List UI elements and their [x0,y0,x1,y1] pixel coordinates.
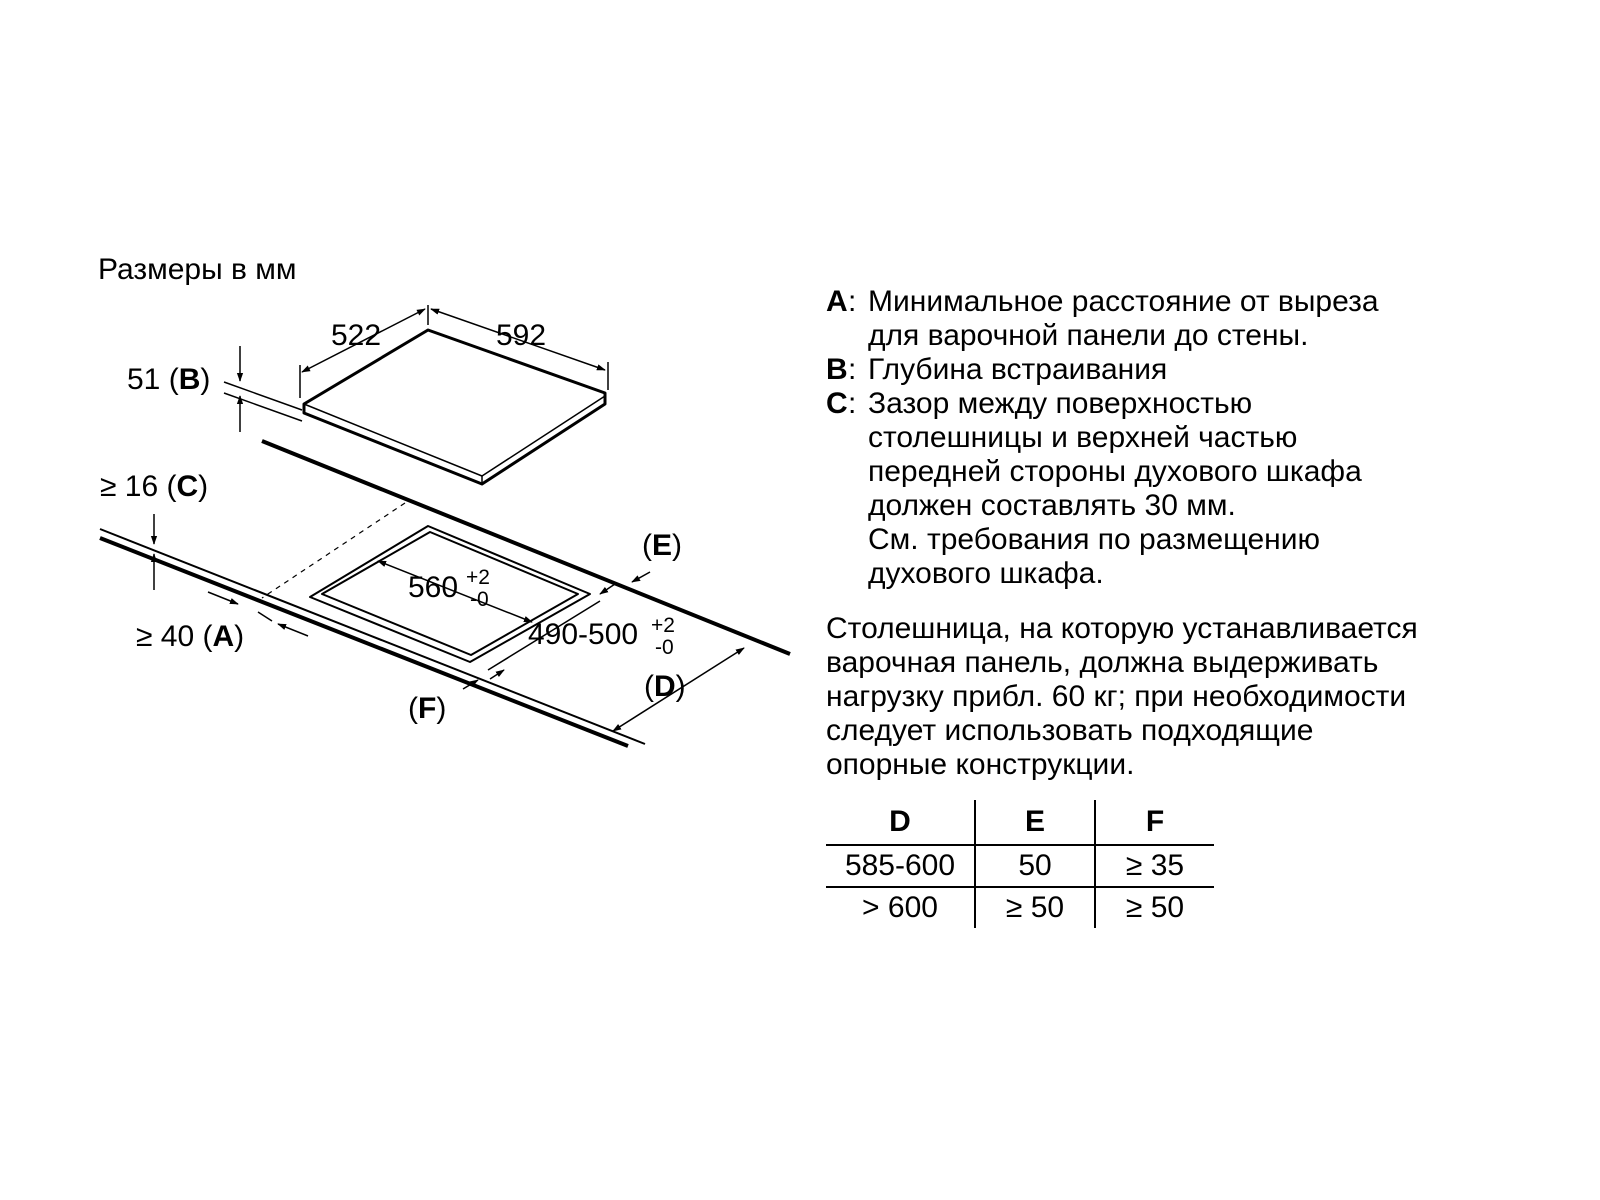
e-label: (E) [642,529,683,562]
distance-a-label: ≥ 40 (A) [136,620,245,653]
cutout-width-arrow [377,560,533,623]
dimensions-table: D E F 585-600 50 ≥ 35 > 600 ≥ 50 ≥ 50 [826,800,1214,928]
projection-dashed-line [261,502,406,599]
depth-b-label: 51 (B) [127,363,211,396]
legend-line: передней стороны духового шкафа [868,455,1362,488]
hob-outline [302,328,607,486]
table-cell: ≥ 35 [1094,845,1214,888]
cutout-depth-tol-minus: -0 [655,636,674,659]
d-dimension [612,647,745,732]
note-line: варочная панель, должна выдерживать [826,646,1379,679]
note-line: Столешница, на которую устанавливается [826,612,1418,645]
table-row: > 600 ≥ 50 ≥ 50 [826,887,1214,928]
f-leader-arrow [462,679,479,690]
legend-line: Глубина встраивания [868,353,1168,386]
legend-line: См. требования по размещению [868,523,1321,556]
load-note: Столешница, на которую устанавливается в… [826,612,1418,782]
width-522-label: 522 [331,319,382,352]
gap-c-label: ≥ 16 (C) [100,470,209,503]
depth-b-dimension [223,346,303,432]
distance-a-dimension [207,591,309,637]
note-line: нагрузку прибл. 60 кг; при необходимости [826,680,1407,713]
legend-key: C [826,387,848,420]
cutout-depth-dimension [487,583,616,680]
cutout-width-tol-minus: -0 [470,588,489,611]
table-cell: 585-600 [826,845,975,888]
header-f: F [1094,800,1214,846]
legend-line: Минимальное расстояние от выреза [868,285,1379,318]
table-cell: 50 [974,845,1095,888]
legend-key: B [826,353,848,386]
legend-line: Зазор между поверхностью [868,387,1253,420]
table-cell: > 600 [862,891,938,924]
table-cell: ≥ 50 [974,887,1095,928]
hob-dimension-lines [299,305,609,398]
note-line: опорные конструкции. [826,748,1135,781]
cutout-depth-tol-plus: +2 [651,614,675,637]
cutout-width-tol-plus: +2 [466,566,490,589]
header-d: D [826,800,975,846]
legend-line: для варочной панели до стены. [868,319,1309,352]
d-label: (D) [644,670,686,703]
f-label: (F) [408,692,447,725]
legend-key: A [826,285,848,318]
units-title: Размеры в мм [98,253,297,286]
legend-line: должен составлять 30 мм. [868,489,1236,522]
countertop [99,439,791,748]
note-line: следует использовать подходящие [826,714,1314,747]
legend-line: духового шкафа. [868,557,1104,590]
legend-line: столешницы и верхней частью [868,421,1298,454]
cutout-depth-label: 490-500 [528,618,639,651]
table-header-row: D E F [826,800,1214,846]
table-cell: ≥ 50 [1094,887,1214,928]
table-row: 585-600 50 ≥ 35 [826,845,1214,888]
width-592-label: 592 [496,319,547,352]
cutout-width-label: 560 [408,571,459,604]
e-leader-arrow [631,571,651,583]
header-e: E [974,800,1095,846]
